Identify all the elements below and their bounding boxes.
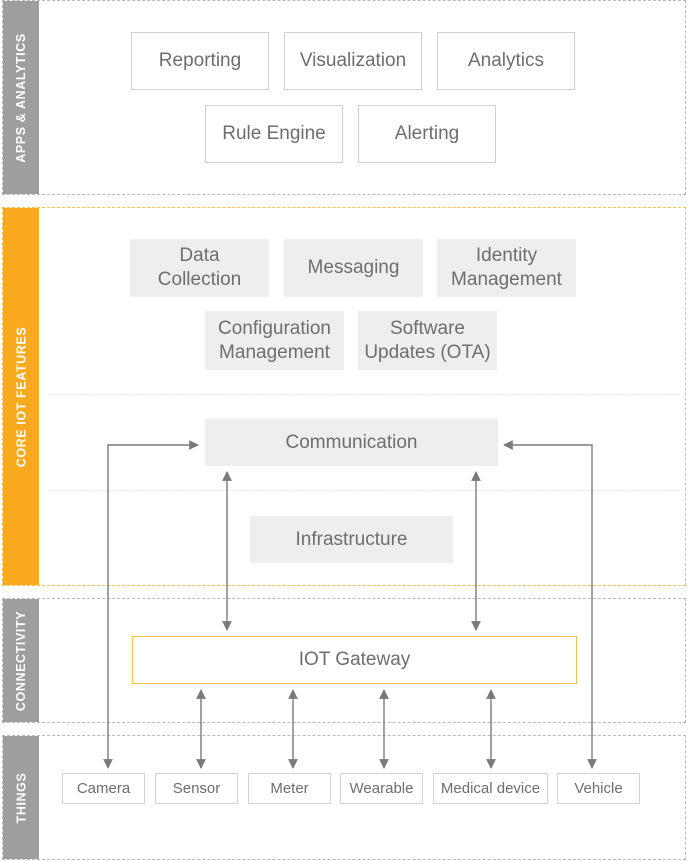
core-iot-features-layer: CORE IOT FEATURES	[2, 207, 686, 586]
alerting-box: Alerting	[358, 105, 496, 163]
rule-engine-box: Rule Engine	[205, 105, 343, 163]
iot-gateway-box: IOT Gateway	[132, 636, 577, 684]
things-sidebar: THINGS	[3, 736, 39, 859]
medical-device-box: Medical device	[433, 773, 548, 804]
sensor-box: Sensor	[155, 773, 238, 804]
analytics-box: Analytics	[437, 32, 575, 90]
core-iot-features-sidebar: CORE IOT FEATURES	[3, 208, 39, 585]
visualization-box: Visualization	[284, 32, 422, 90]
things-layer: THINGS	[2, 735, 686, 860]
identity-management-box: Identity Management	[437, 239, 576, 297]
camera-box: Camera	[62, 773, 145, 804]
apps-analytics-sidebar: APPS & ANALYTICS	[3, 1, 39, 194]
vehicle-box: Vehicle	[557, 773, 640, 804]
connectivity-sidebar: CONNECTIVITY	[3, 599, 39, 722]
meter-box: Meter	[248, 773, 331, 804]
software-updates-box: Software Updates (OTA)	[358, 311, 497, 370]
core-divider-bottom	[50, 490, 680, 491]
messaging-box: Messaging	[284, 239, 423, 297]
camera-communication-arrow	[103, 440, 199, 769]
wearable-box: Wearable	[340, 773, 423, 804]
connectivity-layer: CONNECTIVITY	[2, 598, 686, 723]
apps-analytics-layer: APPS & ANALYTICS	[2, 0, 686, 195]
configuration-management-box: Configuration Management	[205, 311, 344, 370]
reporting-box: Reporting	[131, 32, 269, 90]
infrastructure-box: Infrastructure	[250, 516, 453, 563]
data-collection-box: Data Collection	[130, 239, 269, 297]
core-divider-top	[50, 394, 680, 395]
communication-box: Communication	[205, 419, 498, 466]
vehicle-communication-arrow	[503, 440, 597, 769]
